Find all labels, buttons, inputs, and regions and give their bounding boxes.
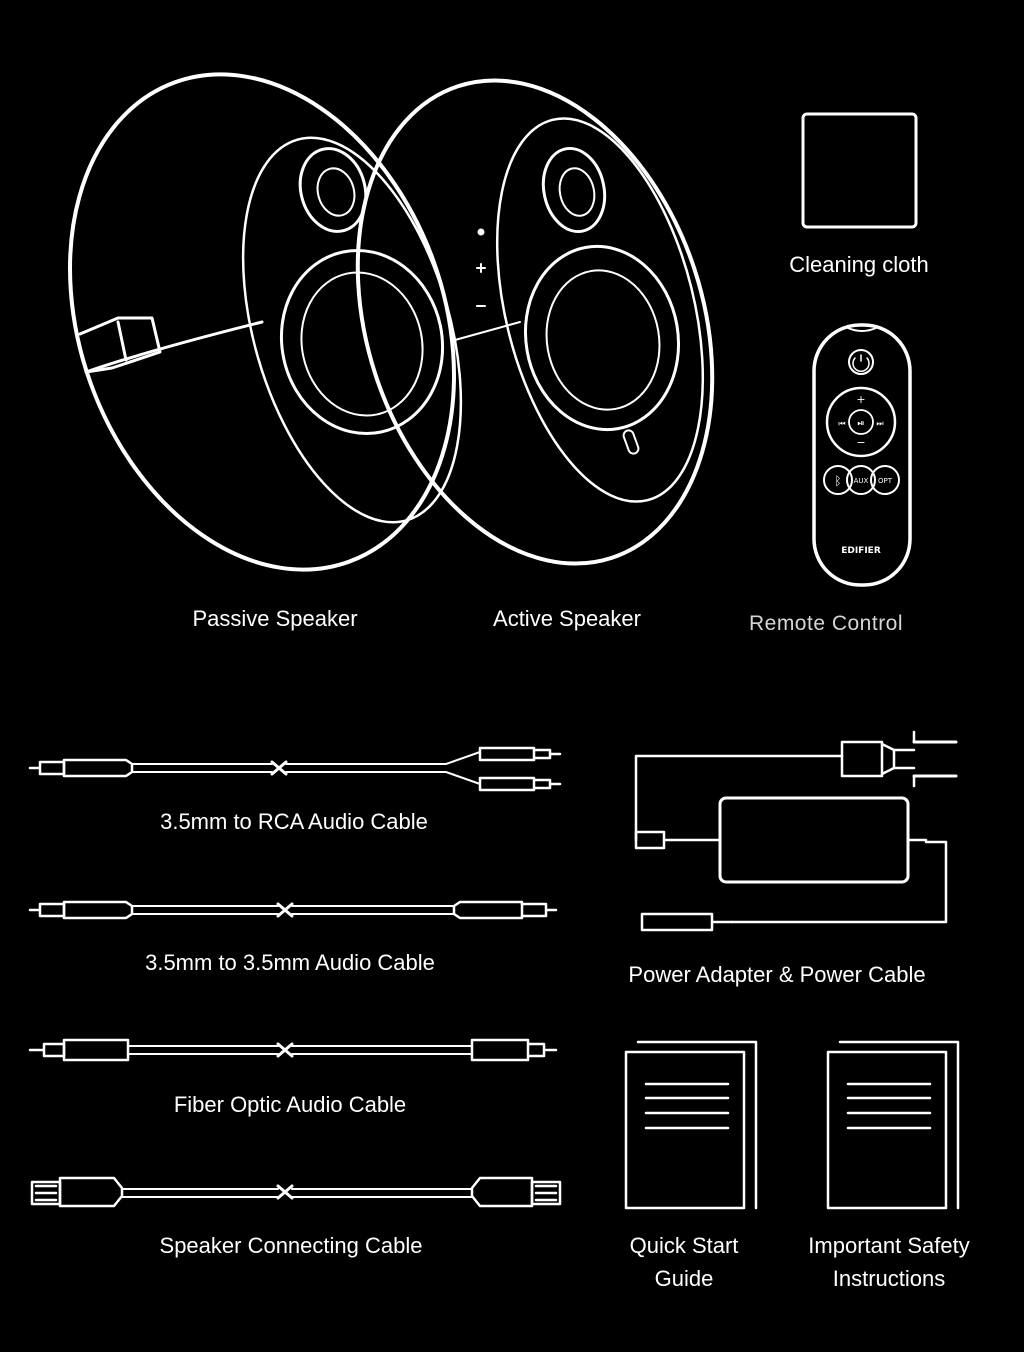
power-adapter-label: Power Adapter & Power Cable xyxy=(628,962,926,987)
safety-instructions-label-line1: Important Safety xyxy=(808,1233,970,1258)
active-speaker-illustration xyxy=(355,78,715,566)
cleaning-cloth-illustration xyxy=(801,112,918,229)
remote-control-illustration xyxy=(812,323,912,587)
remote-minus-label: − xyxy=(856,436,865,449)
quick-start-guide-label-line2: Guide xyxy=(654,1266,714,1291)
rca-cable-label: 3.5mm to RCA Audio Cable xyxy=(160,809,428,834)
optical-cable-label: Fiber Optic Audio Cable xyxy=(173,1092,407,1117)
remote-plus-label: + xyxy=(856,393,865,406)
safety-instructions-label-line2: Instructions xyxy=(832,1266,946,1291)
remote-bluetooth-icon: ᛒ xyxy=(834,474,841,488)
remote-opt-label: OPT xyxy=(878,477,893,485)
passive-speaker-label: Passive Speaker xyxy=(192,606,358,631)
safety-instructions-illustration xyxy=(826,1040,960,1210)
aux-cable-illustration xyxy=(28,900,558,920)
speaker-cable-illustration xyxy=(30,1176,562,1208)
passive-speaker-illustration xyxy=(68,72,463,572)
cleaning-cloth-label: Cleaning cloth xyxy=(789,252,929,277)
quick-start-guide-label-line1: Quick Start xyxy=(629,1233,739,1258)
speaker-cable-label: Speaker Connecting Cable xyxy=(159,1233,423,1258)
remote-playpause-icon: ⏯ xyxy=(857,419,864,429)
optical-cable-illustration xyxy=(28,1038,558,1062)
quick-start-guide-illustration xyxy=(624,1040,758,1210)
remote-prev-icon: ⏮ xyxy=(838,419,845,428)
power-adapter-illustration xyxy=(634,730,958,932)
rca-cable-illustration xyxy=(28,746,562,792)
remote-control-label: Remote Control xyxy=(748,612,904,635)
aux-cable-label: 3.5mm to 3.5mm Audio Cable xyxy=(145,950,435,975)
remote-brand-logo: EDIFIER xyxy=(841,546,881,556)
remote-aux-label: AUX xyxy=(854,477,869,485)
remote-next-icon: ⏭ xyxy=(876,419,883,428)
active-speaker-label: Active Speaker xyxy=(493,606,641,631)
